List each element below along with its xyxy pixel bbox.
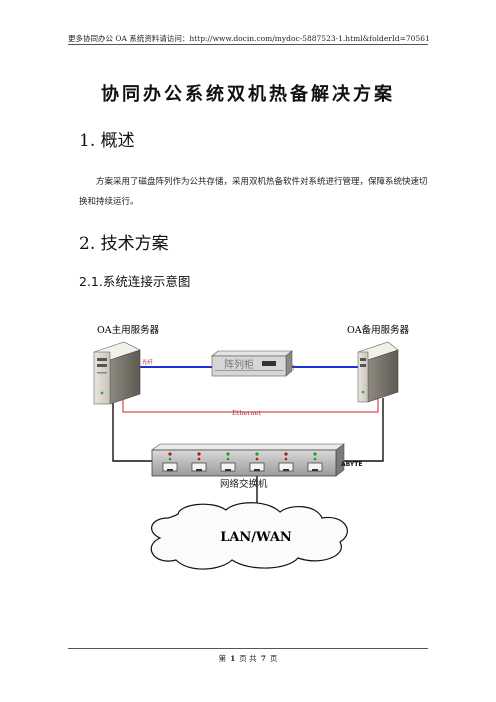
backup-server-icon xyxy=(357,341,399,403)
ethernet-link xyxy=(122,396,379,413)
footer-page-number: 1 xyxy=(230,654,236,663)
backup-server-label: OA备用服务器 xyxy=(347,324,410,336)
primary-server-icon xyxy=(93,341,141,405)
section-overview-heading: 1. 概述 xyxy=(79,126,135,151)
links xyxy=(112,366,384,520)
switch-port-notch xyxy=(312,469,318,471)
ethernet-label: Ethernet xyxy=(232,409,262,417)
switch-port-notch xyxy=(196,469,202,471)
section-number: 1. xyxy=(79,131,96,151)
switch-port-notch xyxy=(283,469,289,471)
network-cloud-label: LAN/WAN xyxy=(220,530,292,545)
disk-array-icon xyxy=(211,350,293,377)
footer-rule xyxy=(68,648,428,649)
switch-led xyxy=(226,457,230,461)
network-cloud-icon xyxy=(150,502,348,570)
switch-brand-label: ABYTE xyxy=(341,461,362,468)
header-rule xyxy=(68,44,428,45)
switch-led xyxy=(313,457,317,461)
switch-led xyxy=(168,452,172,456)
switch-ports xyxy=(162,452,323,472)
switch-led xyxy=(313,452,317,456)
backup-switch-cable xyxy=(336,398,384,462)
primary-server-label: OA主用服务器 xyxy=(97,324,160,336)
subsection-number: 2.1. xyxy=(79,274,103,289)
switch-port-notch xyxy=(167,469,173,471)
switch-port-notch xyxy=(225,469,231,471)
section-tech-heading: 2. 技术方案 xyxy=(79,229,169,254)
switch-led xyxy=(255,452,259,456)
primary-switch-cable xyxy=(112,400,152,462)
section-number: 2. xyxy=(79,234,96,254)
network-switch-icon xyxy=(151,443,345,477)
subsection-title: 系统连接示意图 xyxy=(102,274,191,289)
subsection-heading: 2.1.系统连接示意图 xyxy=(79,271,190,290)
fiber-label-left: 光纤 xyxy=(142,358,154,366)
footer-mid: 页 共 xyxy=(239,654,257,663)
footer-prefix: 第 xyxy=(218,654,227,663)
switch-led xyxy=(284,457,288,461)
switch-label: 网络交换机 xyxy=(220,478,268,490)
disk-array-label: 阵列柜 xyxy=(224,358,254,371)
switch-led xyxy=(168,457,172,461)
section-title: 概述 xyxy=(100,131,135,151)
switch-led xyxy=(255,457,259,461)
footer-suffix: 页 xyxy=(269,654,278,663)
footer-total-pages: 7 xyxy=(260,654,266,663)
document-title: 协同办公系统双机热备解决方案 xyxy=(101,84,395,105)
switch-led xyxy=(284,452,288,456)
page-header: 更多协同办公 OA 系统资料请访问：http://www.docin.com/m… xyxy=(68,34,430,43)
switch-port-notch xyxy=(254,469,260,471)
overview-paragraph: 方案采用了磁盘阵列作为公共存储，采用双机热备软件对系统进行管理，保障系统快速切换… xyxy=(79,177,428,207)
switch-led xyxy=(197,457,201,461)
switch-led xyxy=(197,452,201,456)
section-title: 技术方案 xyxy=(100,234,169,254)
switch-led xyxy=(226,452,230,456)
